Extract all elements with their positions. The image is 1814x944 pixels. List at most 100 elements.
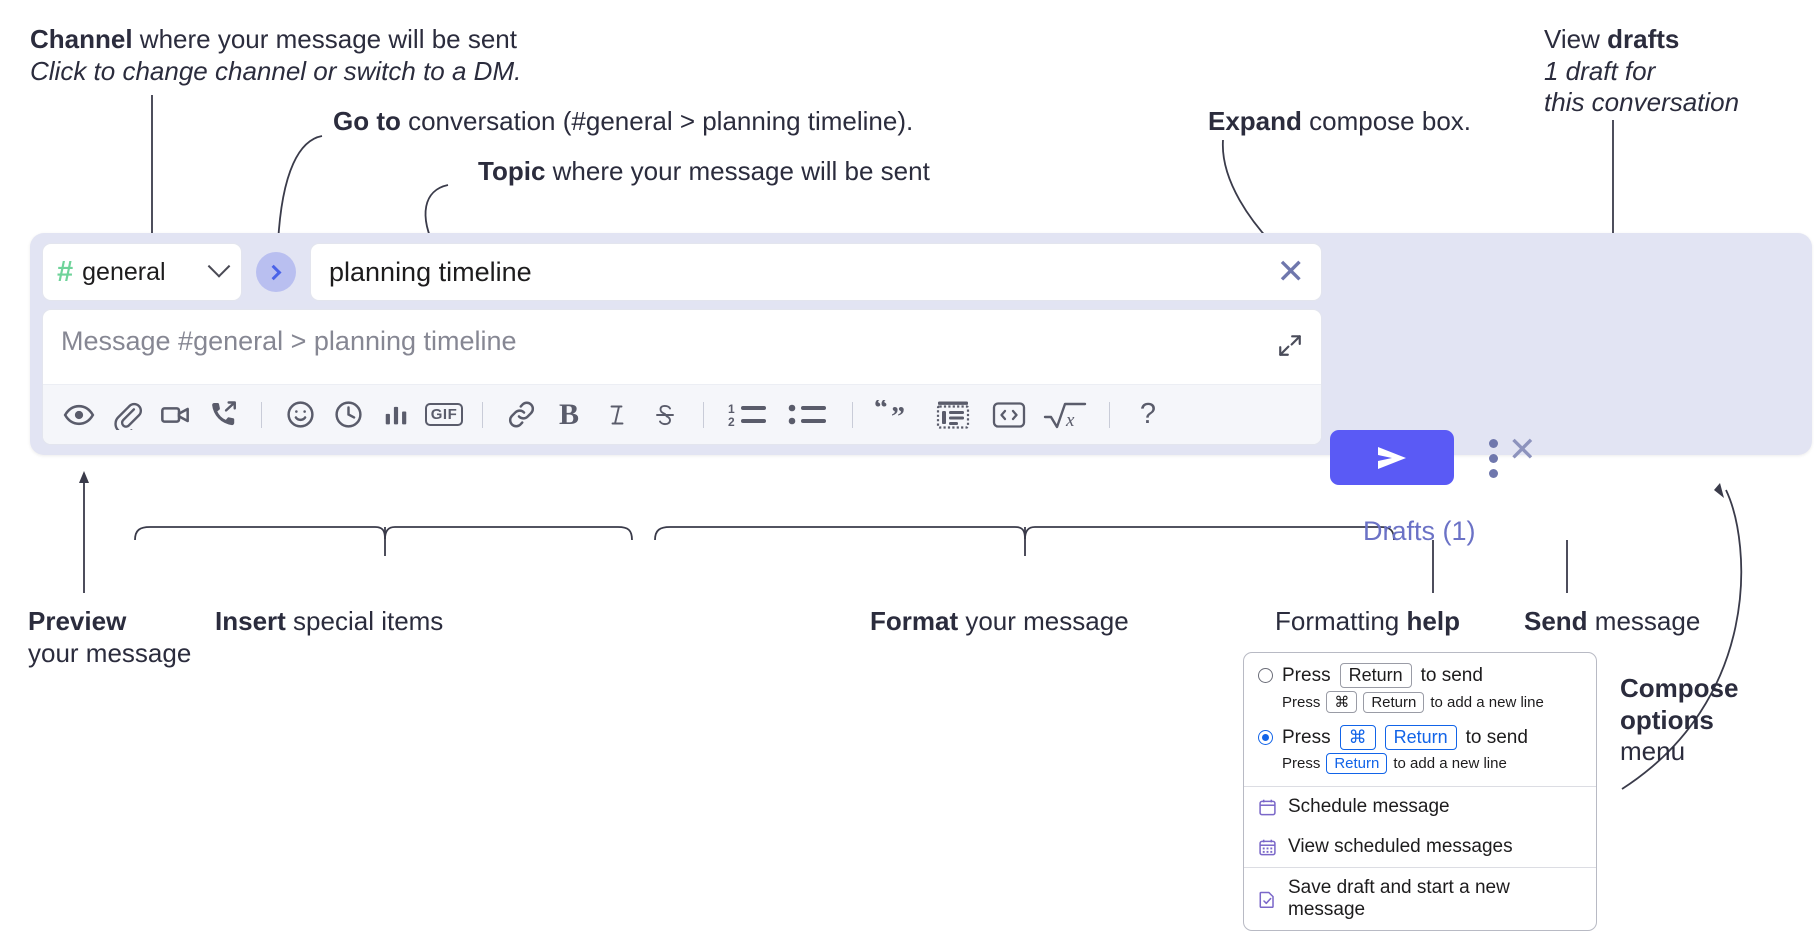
menu-divider — [1244, 786, 1596, 787]
compose-inner: # general planning timeline ✕ Message #g… — [42, 243, 1322, 445]
blockquote-icon[interactable]: “ ” — [867, 391, 925, 439]
annotation-formatting-help-bold: help — [1406, 606, 1460, 636]
radio-button[interactable] — [1258, 668, 1273, 683]
kebab-dot — [1488, 438, 1498, 448]
video-icon[interactable] — [151, 391, 199, 439]
svg-text:1: 1 — [728, 402, 735, 416]
drafts-link[interactable]: Drafts (1) — [1363, 516, 1476, 546]
strikethrough-icon[interactable] — [641, 391, 689, 439]
send-option-return[interactable]: Press Return to send — [1258, 663, 1582, 688]
gif-icon[interactable]: GIF — [420, 391, 468, 439]
chevron-down-icon — [207, 255, 231, 278]
annotation-drafts-italic-1: 1 draft for — [1544, 55, 1656, 86]
annotation-topic: Topic where your message will be sent — [478, 156, 930, 188]
send-key-options: Press Return to send Press ⌘ Return to a… — [1244, 653, 1596, 786]
annotation-insert: Insert special items — [215, 606, 443, 638]
annotation-drafts: View drafts 1 draft for this conversatio… — [1544, 24, 1739, 119]
emoji-icon[interactable] — [276, 391, 324, 439]
annotation-compose-options: Compose options menu — [1620, 673, 1810, 768]
compose-options-button[interactable] — [1480, 433, 1506, 483]
compose-options-menu: Press Return to send Press ⌘ Return to a… — [1243, 652, 1597, 931]
annotation-expand-bold: Expand — [1208, 106, 1302, 136]
bracket-insert — [134, 526, 633, 541]
draft-check-icon — [1259, 891, 1274, 908]
expand-icon[interactable] — [1277, 332, 1303, 358]
annotation-channel-rest: where your message will be sent — [132, 24, 517, 54]
toolbar-divider — [1109, 401, 1110, 428]
inline-code-icon[interactable] — [981, 391, 1037, 439]
panel-close-icon[interactable]: ✕ — [1508, 431, 1537, 469]
radio-button[interactable] — [1258, 730, 1273, 745]
annotation-topic-bold: Topic — [478, 156, 546, 186]
bulleted-list-icon[interactable] — [778, 391, 838, 439]
key-return: Return — [1363, 691, 1425, 713]
sub-press-label: Press — [1282, 755, 1321, 772]
annotation-channel: Channel where your message will be sent … — [30, 24, 521, 87]
annotation-send-rest: message — [1587, 606, 1701, 636]
ordered-list-icon[interactable]: 1 2 — [718, 391, 778, 439]
close-icon[interactable]: ✕ — [1276, 253, 1306, 291]
annotation-goto-rest: conversation (#general > planning timeli… — [400, 106, 914, 136]
kebab-dot — [1488, 453, 1498, 463]
toolbar-divider — [261, 401, 262, 428]
svg-text:2: 2 — [728, 415, 735, 429]
key-cmd: ⌘ — [1339, 725, 1376, 750]
menu-item-save-draft[interactable]: Save draft and start a new message — [1244, 868, 1596, 930]
send-option-cmd-return[interactable]: Press ⌘ Return to send — [1258, 725, 1582, 750]
poll-icon[interactable] — [372, 391, 420, 439]
key-return: Return — [1384, 725, 1457, 750]
chevron-right-icon — [265, 264, 281, 280]
key-return: Return — [1326, 753, 1388, 774]
annotation-drafts-bold: drafts — [1607, 24, 1680, 54]
svg-text:”: ” — [891, 402, 905, 430]
bold-icon[interactable]: B — [558, 397, 579, 431]
annotation-channel-italic: Click to change channel or switch to a D… — [30, 55, 522, 86]
annotation-formatting-help: Formatting help — [1275, 606, 1460, 638]
option-press-label: Press — [1282, 726, 1331, 748]
clock-icon[interactable] — [324, 391, 372, 439]
annotation-format-rest: your message — [958, 606, 1129, 636]
kebab-dot — [1488, 468, 1498, 478]
send-button[interactable] — [1330, 430, 1454, 485]
annotation-topic-rest: where your message will be sent — [545, 156, 930, 186]
annotation-drafts-lead: View — [1544, 24, 1608, 54]
topic-input[interactable]: planning timeline ✕ — [310, 243, 1322, 301]
code-block-icon[interactable] — [925, 391, 981, 439]
sub-tail-label: to add a new line — [1393, 755, 1507, 772]
go-to-conversation-button[interactable] — [256, 252, 296, 292]
annotation-preview-bold: Preview — [28, 606, 127, 636]
annotation-insert-rest: special items — [285, 606, 444, 636]
math-icon[interactable]: x — [1037, 391, 1095, 439]
send-option-return-sub: Press ⌘ Return to add a new line — [1282, 691, 1582, 713]
option-tosend-label: to send — [1420, 664, 1483, 686]
message-input-box[interactable]: Message #general > planning timeline — [42, 309, 1322, 445]
audio-call-icon[interactable] — [199, 391, 247, 439]
annotation-goto: Go to conversation (#general > planning … — [333, 106, 913, 138]
annotation-preview: Preview your message — [28, 606, 228, 669]
topic-value: planning timeline — [329, 256, 532, 287]
send-option-cmd-return-sub: Press Return to add a new line — [1282, 753, 1582, 774]
annotation-drafts-italic-2: this conversation — [1544, 87, 1740, 118]
menu-item-schedule-message[interactable]: Schedule message — [1244, 787, 1596, 827]
italic-icon[interactable] — [593, 391, 641, 439]
option-tosend-label: to send — [1465, 726, 1528, 748]
bracket-format — [654, 526, 1395, 541]
channel-name: general — [82, 257, 166, 286]
key-return: Return — [1339, 663, 1412, 688]
hash-icon: # — [57, 255, 74, 288]
channel-selector[interactable]: # general — [42, 243, 242, 301]
annotation-goto-bold: Go to — [333, 106, 401, 136]
formatting-help-icon[interactable]: ? — [1139, 398, 1157, 430]
menu-item-view-scheduled-messages[interactable]: View scheduled messages — [1244, 827, 1596, 867]
annotation-format: Format your message — [870, 606, 1129, 638]
preview-icon[interactable] — [55, 391, 103, 439]
annotation-insert-bold: Insert — [215, 606, 286, 636]
link-icon[interactable] — [497, 391, 545, 439]
annotation-expand-rest: compose box. — [1301, 106, 1472, 136]
sub-tail-label: to add a new line — [1430, 693, 1544, 711]
menu-item-label: Schedule message — [1288, 796, 1450, 817]
send-icon — [1378, 446, 1406, 469]
annotation-format-bold: Format — [870, 606, 959, 636]
attachment-icon[interactable] — [103, 391, 151, 439]
annotation-expand: Expand compose box. — [1208, 106, 1471, 138]
